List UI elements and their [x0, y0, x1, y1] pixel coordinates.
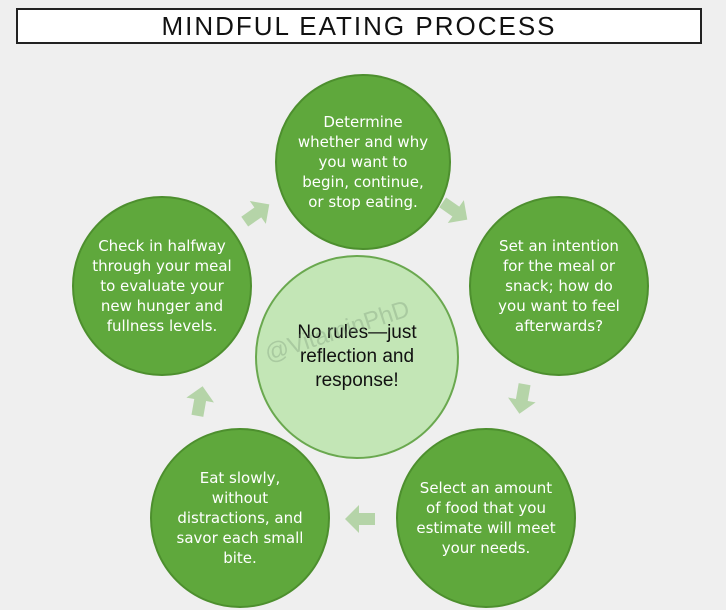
step-circle-3: Select an amount of food that you estima…: [396, 428, 576, 608]
step-circle-1: Determine whether and why you want to be…: [275, 74, 451, 250]
arrow-4-to-5-icon: [186, 386, 214, 417]
arrow-5-to-1-icon: [241, 200, 270, 227]
center-circle: No rules—just reflection and response!: [255, 255, 459, 459]
title-banner: MINDFUL EATING PROCESS: [16, 8, 702, 44]
step-3-text: Select an amount of food that you estima…: [416, 479, 556, 557]
step-circle-2: Set an intention for the meal or snack; …: [469, 196, 649, 376]
arrow-1-to-2-icon: [439, 197, 468, 224]
step-4-text: Eat slowly, without distractions, and sa…: [176, 469, 304, 567]
diagram-title: MINDFUL EATING PROCESS: [161, 10, 557, 41]
step-circle-4: Eat slowly, without distractions, and sa…: [150, 428, 330, 608]
arrow-3-to-4-icon: [345, 505, 375, 533]
step-circle-5: Check in halfway through your meal to ev…: [72, 196, 252, 376]
step-2-text: Set an intention for the meal or snack; …: [498, 237, 620, 335]
step-5-text: Check in halfway through your meal to ev…: [92, 237, 232, 335]
arrow-2-to-3-icon: [508, 383, 536, 414]
center-text: No rules—just reflection and response!: [297, 322, 417, 391]
step-1-text: Determine whether and why you want to be…: [297, 113, 429, 211]
